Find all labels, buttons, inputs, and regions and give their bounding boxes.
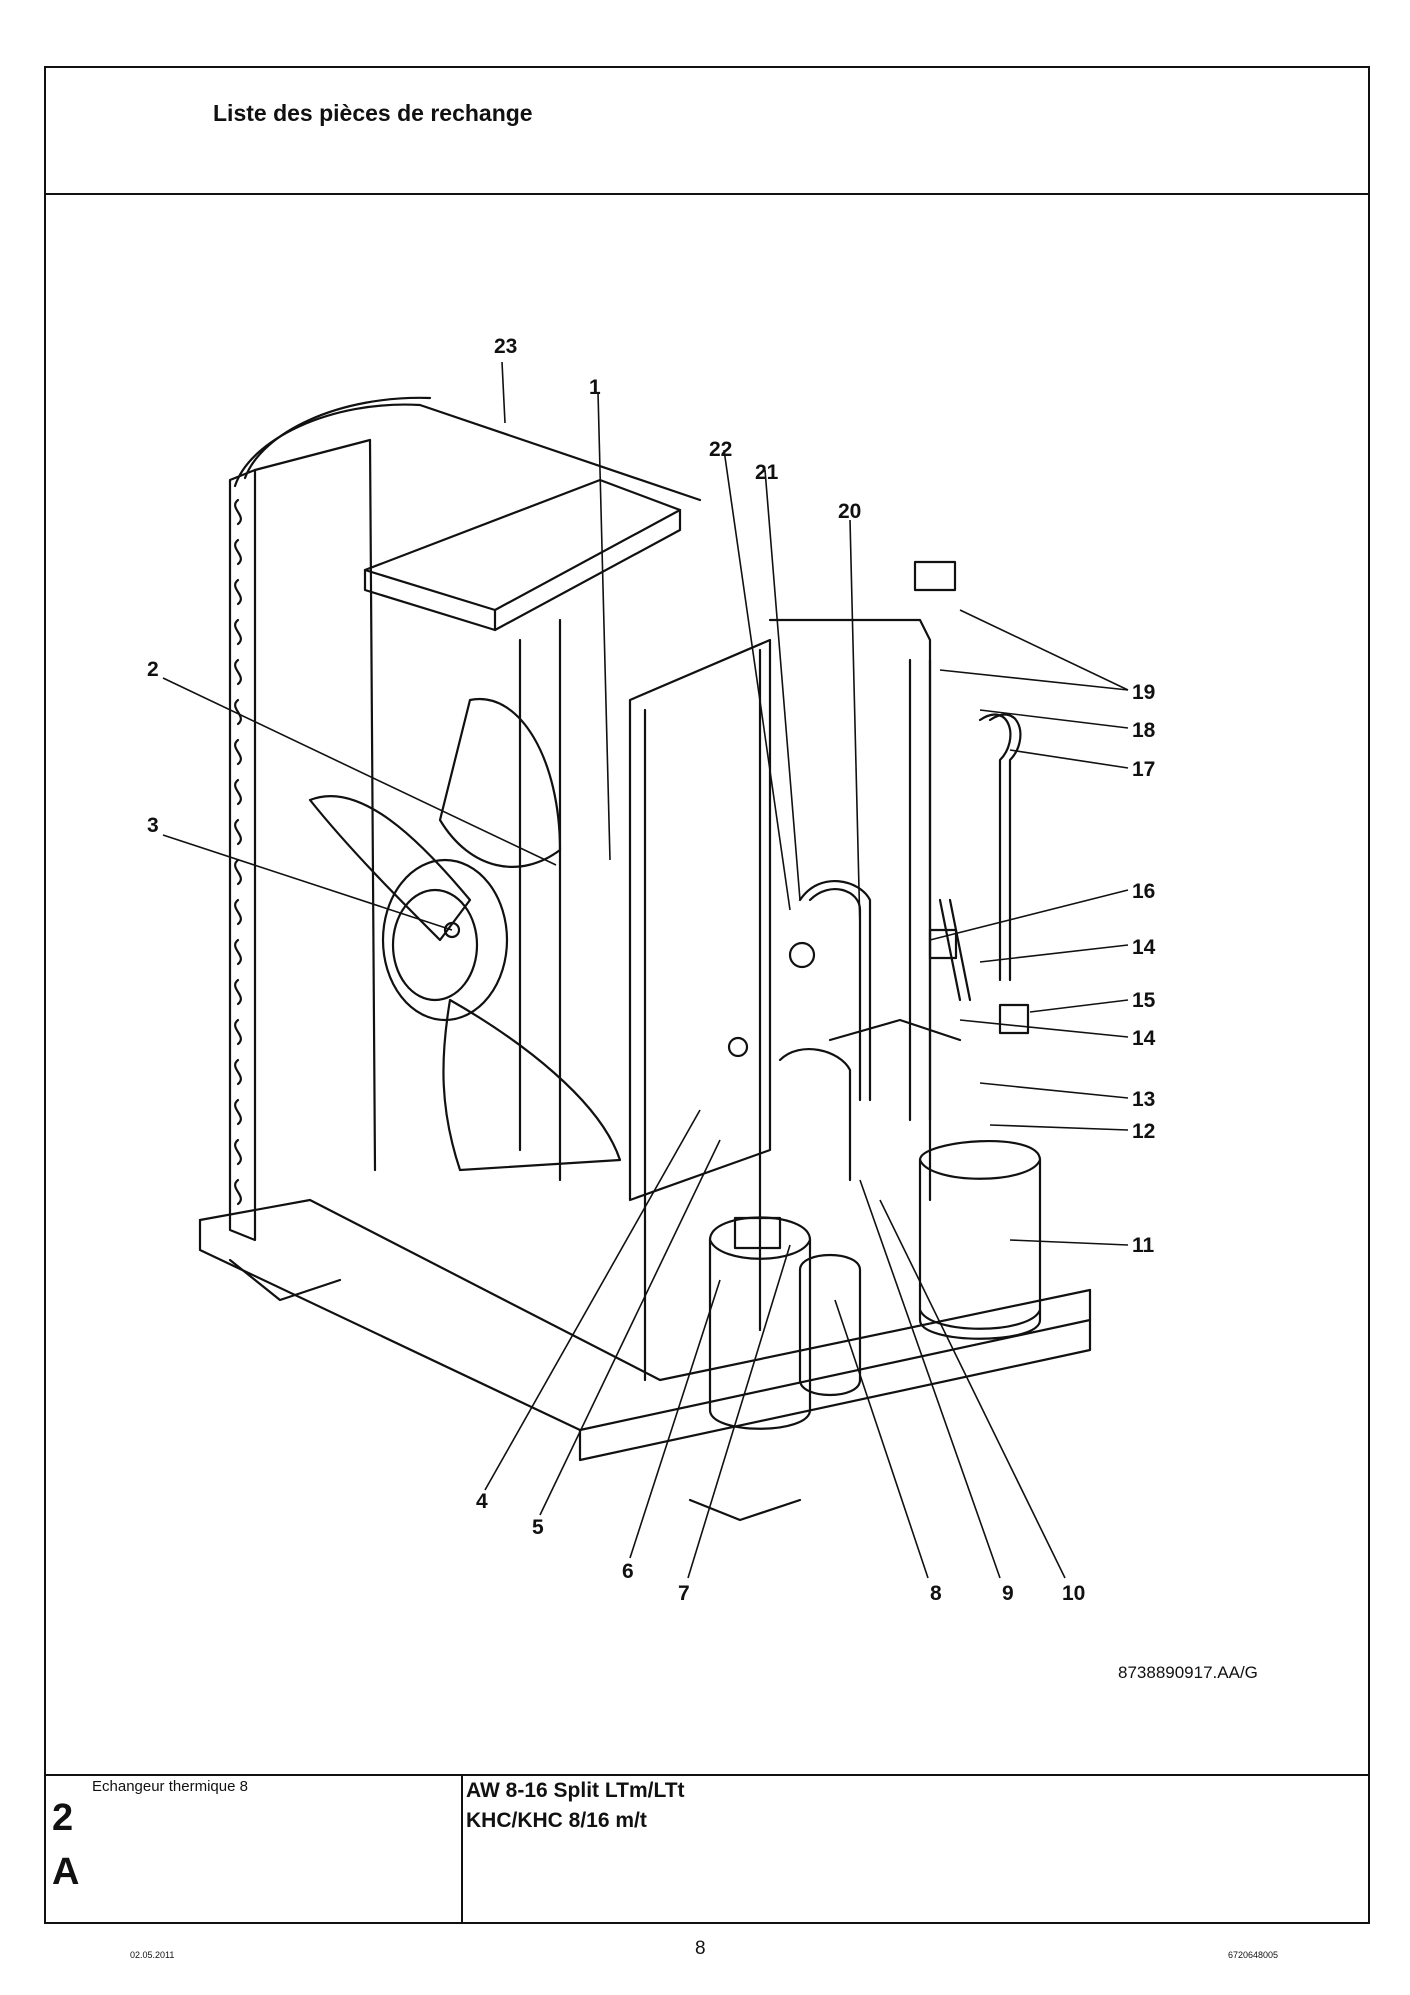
fan-blade <box>308 697 622 1172</box>
part-label-9: 9 <box>1002 1582 1014 1605</box>
part-label-4: 4 <box>476 1490 488 1513</box>
coil-return-bends <box>234 498 242 1206</box>
part-label-15: 15 <box>1132 989 1156 1012</box>
part-label-8: 8 <box>930 1582 942 1605</box>
valve-16 <box>928 928 958 960</box>
part-label-6: 6 <box>622 1560 634 1583</box>
part-label-22: 22 <box>709 438 732 461</box>
section-number: 2 <box>52 1797 74 1839</box>
page-number: 8 <box>695 1938 706 1959</box>
section-letter: A <box>52 1851 80 1893</box>
part-label-20: 20 <box>838 500 861 523</box>
part-label-14a: 14 <box>1132 936 1156 959</box>
part-label-23: 23 <box>494 335 517 358</box>
accumulator <box>918 1140 1042 1340</box>
page-frame <box>44 66 1370 1924</box>
footer-column-divider <box>461 1774 463 1924</box>
condenser-coil-frame <box>228 468 257 1242</box>
model-line-1: AW 8-16 Split LTm/LTt <box>466 1779 685 1802</box>
refrigerant-pipework <box>778 658 1022 1182</box>
part-label-17: 17 <box>1132 758 1155 781</box>
receiver-tank <box>798 1253 862 1397</box>
part-label-13: 13 <box>1132 1088 1155 1111</box>
part-label-16: 16 <box>1132 880 1155 903</box>
drawing-reference: 8738890917.AA/G <box>1118 1663 1258 1682</box>
solenoid-coil-15 <box>998 1003 1030 1035</box>
part-label-7: 7 <box>678 1582 690 1605</box>
part-label-1: 1 <box>589 376 601 399</box>
part-label-3: 3 <box>147 814 159 837</box>
page-title: Liste des pièces de rechange <box>213 100 533 126</box>
model-line-2: KHC/KHC 8/16 m/t <box>466 1809 647 1832</box>
footer-divider <box>44 1774 1370 1776</box>
part-label-19: 19 <box>1132 681 1155 704</box>
part-label-10: 10 <box>1062 1582 1085 1605</box>
part-label-21: 21 <box>755 461 779 484</box>
part-label-5: 5 <box>532 1516 544 1539</box>
connector-19 <box>913 560 957 592</box>
part-label-12: 12 <box>1132 1120 1155 1143</box>
part-label-11: 11 <box>1132 1234 1155 1257</box>
part-number-labels: 23 1 22 21 20 2 3 19 18 17 16 14 15 14 1… <box>147 335 1156 1605</box>
section-label: Echangeur thermique 8 <box>92 1778 248 1795</box>
service-valve <box>788 941 816 969</box>
part-label-2: 2 <box>147 658 159 681</box>
header-divider <box>44 193 1370 195</box>
part-label-18: 18 <box>1132 719 1156 742</box>
top-tube <box>233 403 702 502</box>
partition-panel <box>628 638 772 1202</box>
footer-date: 02.05.2011 <box>130 1950 175 1960</box>
motor-bracket-plate <box>363 478 682 612</box>
part-label-14b: 14 <box>1132 1027 1156 1050</box>
document-number: 6720648005 <box>1228 1950 1279 1960</box>
